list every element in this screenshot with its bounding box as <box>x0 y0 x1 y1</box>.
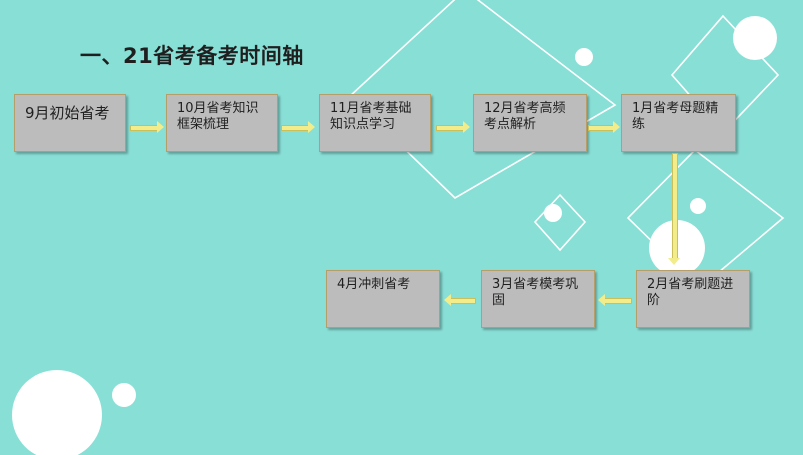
arrow-right-3 <box>436 121 470 133</box>
deco-circle-bottom-small <box>112 383 136 407</box>
arrow-right-4 <box>588 121 620 133</box>
step-december: 12月省考高频考点解析 <box>473 94 587 152</box>
deco-circle-bottom-large <box>12 370 102 455</box>
deco-circle-right-small <box>690 198 706 214</box>
arrow-down <box>668 153 680 265</box>
arrow-right-2 <box>281 121 315 133</box>
step-october: 10月省考知识框架梳理 <box>166 94 278 152</box>
arrow-left-1 <box>598 294 632 306</box>
step-january: 1月省考母题精练 <box>621 94 736 152</box>
step-february: 2月省考刷题进阶 <box>636 270 750 328</box>
step-november: 11月省考基础知识点学习 <box>319 94 431 152</box>
deco-diamond-large <box>348 0 617 199</box>
deco-diamond-right-mid <box>626 148 785 290</box>
step-april: 4月冲刺省考 <box>326 270 440 328</box>
step-september: 9月初始省考 <box>14 94 126 152</box>
deco-circle-top-right <box>733 16 777 60</box>
deco-circle-top-small <box>575 48 593 66</box>
arrow-left-2 <box>444 294 476 306</box>
deco-diamond-small <box>533 193 587 252</box>
step-march: 3月省考模考巩固 <box>481 270 595 328</box>
page-title: 一、21省考备考时间轴 <box>80 44 304 68</box>
arrow-right-1 <box>130 121 164 133</box>
deco-circle-mid-small <box>544 204 562 222</box>
